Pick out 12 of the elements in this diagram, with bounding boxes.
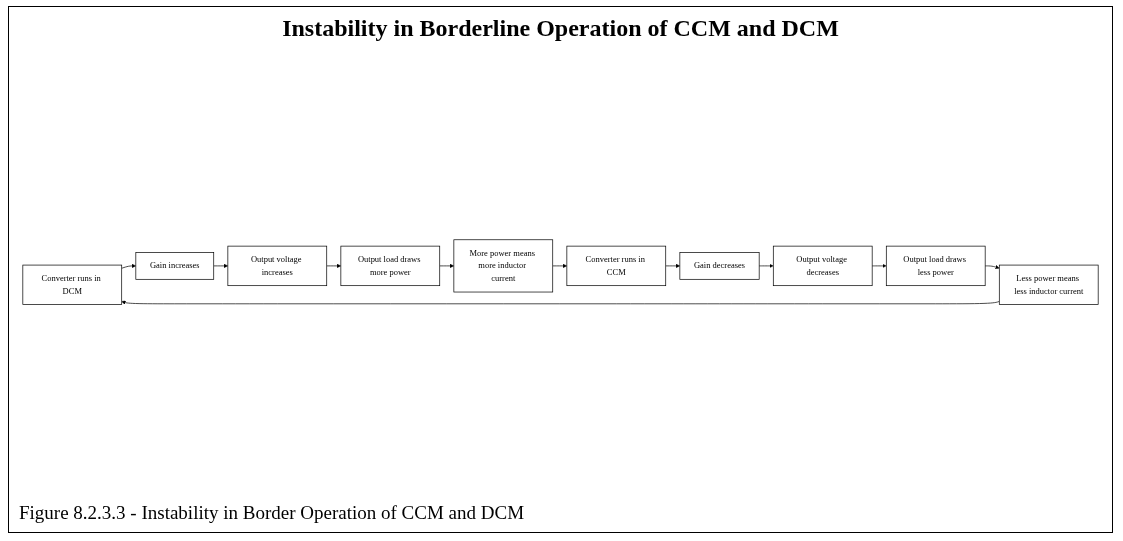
node-box: Output voltage decreases bbox=[772, 246, 873, 287]
node-box: Converter runs in CCM bbox=[566, 246, 667, 287]
node-box: Gain decreases bbox=[679, 252, 760, 280]
node-box: Output load draws less power bbox=[885, 246, 986, 287]
node-box: Less power means less inductor current bbox=[998, 265, 1099, 306]
node-box: More power means more inductor current bbox=[453, 239, 554, 293]
diagram-title: Instability in Borderline Operation of CCM and DCM bbox=[281, 15, 840, 42]
node-box: Gain increases bbox=[135, 252, 215, 280]
node-box: Output voltage increases bbox=[227, 246, 328, 287]
node-box: Output load draws more power bbox=[340, 246, 441, 287]
figure-caption: Figure 8.2.3.3 - Instability in Border Operation of CCM and DCM bbox=[19, 502, 525, 524]
node-box: Converter runs in DCM bbox=[22, 265, 123, 306]
